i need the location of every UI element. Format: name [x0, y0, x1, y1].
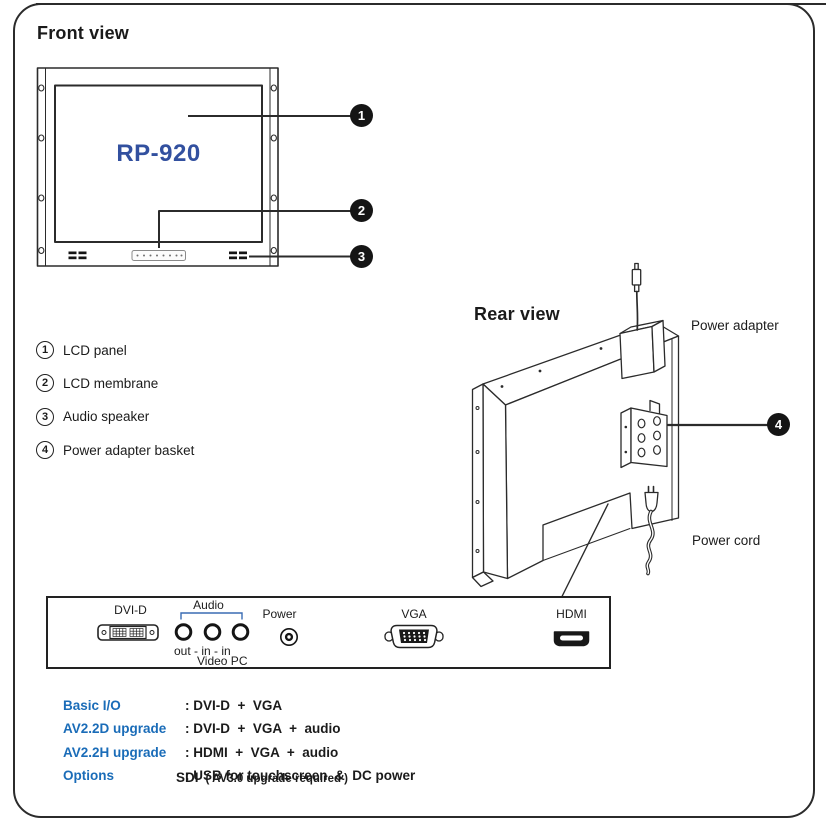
- spec-value: : DVI-D + VGA + audio: [185, 721, 341, 736]
- spec-value: : USB for touchscreen & DC power: [185, 768, 416, 783]
- spec-name: Options: [63, 768, 115, 783]
- power-adapter-drawing: [619, 319, 666, 380]
- legend-num: 2: [36, 374, 54, 393]
- spec-name: AV2.2H upgrade: [63, 745, 167, 760]
- legend-label: Power adapter basket: [63, 442, 195, 458]
- legend-label: LCD panel: [63, 342, 127, 358]
- dvi-label: DVI-D: [114, 603, 147, 617]
- legend-num: 1: [36, 341, 54, 359]
- speaker-grille-left: [68, 251, 87, 260]
- top-rule: [36, 3, 826, 6]
- front-view-drawing: [36, 67, 352, 267]
- legend-num: 3: [36, 407, 54, 426]
- io-panel-pointer-line: [560, 503, 609, 599]
- adapter-basket-drawing: [620, 399, 668, 469]
- spec-row: AV2.2D upgrade : DVI-D + VGA + audio: [48, 706, 341, 751]
- legend-item: 1 LCD panel: [36, 341, 194, 359]
- dvi-connector-icon: [97, 624, 159, 641]
- vga-connector-icon: [384, 624, 444, 649]
- rear-view-drawing: [471, 262, 769, 599]
- vga-label: VGA: [401, 607, 427, 621]
- spec-row: Options : USB for touchscreen & DC power: [48, 753, 415, 798]
- legend-item: 3 Audio speaker: [36, 407, 194, 426]
- power-jack-icon: [280, 628, 298, 646]
- spec-name: AV2.2D upgrade: [63, 721, 167, 736]
- legend-num: 4: [36, 441, 54, 460]
- lcd-membrane-strip: [131, 250, 186, 261]
- audio-jacks-subcaption: Video PC: [197, 654, 248, 668]
- callout-marker-2: 2: [350, 199, 373, 222]
- legend: 1 LCD panel 2 LCD membrane 3 Audio speak…: [36, 341, 194, 475]
- callout-marker-1: 1: [350, 104, 373, 127]
- mounting-holes: [38, 84, 277, 255]
- audio-jacks-icons: [174, 623, 250, 641]
- spec-sdi-row: SDI ( AV3.0 upgrade required ): [176, 770, 348, 785]
- rear-chassis: [471, 321, 680, 588]
- hdmi-label: HDMI: [556, 607, 587, 621]
- sdi-label: SDI: [176, 770, 199, 785]
- legend-label: LCD membrane: [63, 375, 159, 391]
- power-cord-drawing: [644, 485, 659, 576]
- callout-marker-4: 4: [767, 413, 790, 436]
- callout-marker-3: 3: [350, 245, 373, 268]
- model-name: RP-920: [116, 140, 201, 167]
- spec-value: : DVI-D + VGA: [185, 698, 283, 713]
- power-label: Power: [262, 607, 297, 621]
- spec-name: Basic I/O: [63, 698, 121, 713]
- power-plug-drawing: [631, 262, 642, 331]
- audio-group-bracket: [180, 612, 243, 620]
- audio-jacks-caption: out - in - in: [174, 644, 231, 658]
- hdmi-connector-icon: [553, 631, 590, 647]
- sdi-note: ( AV3.0 upgrade required ): [205, 773, 349, 785]
- legend-label: Audio speaker: [63, 409, 150, 425]
- spec-value: : HDMI + VGA + audio: [185, 745, 339, 760]
- audio-label: Audio: [193, 598, 224, 612]
- front-view-title: Front view: [37, 23, 130, 43]
- callout-lines-front: [158, 115, 352, 258]
- spec-row: AV2.2H upgrade : HDMI + VGA + audio: [48, 730, 338, 775]
- power-cord-label: Power cord: [692, 533, 761, 548]
- speaker-grille-right: [229, 251, 247, 260]
- legend-item: 4 Power adapter basket: [36, 441, 195, 460]
- rear-view-title: Rear view: [474, 304, 560, 324]
- legend-item: 2 LCD membrane: [36, 374, 194, 393]
- io-panel: DVI-D Audio: [46, 596, 611, 669]
- power-adapter-label: Power adapter: [691, 318, 779, 333]
- spec-row: Basic I/O : DVI-D + VGA: [48, 683, 282, 728]
